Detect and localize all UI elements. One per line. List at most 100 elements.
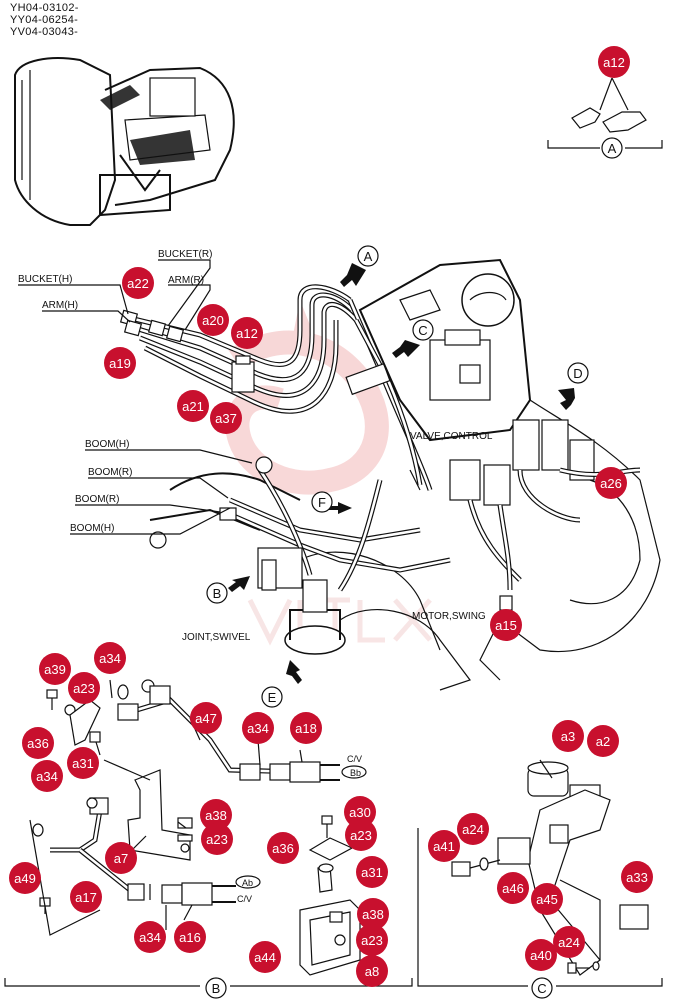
- callout-a49: a49: [9, 862, 41, 894]
- detail-b: [4, 679, 413, 987]
- view-marker-b-main: B: [206, 582, 228, 604]
- view-arrows: [228, 263, 575, 684]
- svg-text:a38: a38: [362, 907, 384, 922]
- svg-text:a33: a33: [626, 870, 648, 885]
- callout-a12-top: a12: [598, 46, 630, 78]
- callout-a47: a47: [190, 702, 222, 734]
- callout-a34-4: a34: [134, 921, 166, 953]
- view-marker-c-detail: C: [531, 977, 553, 999]
- callout-a19: a19: [104, 347, 136, 379]
- view-marker-c-main: C: [412, 319, 434, 341]
- svg-text:B: B: [212, 981, 221, 996]
- callout-a37: a37: [210, 402, 242, 434]
- svg-text:a36: a36: [27, 736, 49, 751]
- label-motor-swing: MOTOR,SWING: [412, 611, 486, 622]
- label-arm-h: ARM(H): [42, 300, 78, 311]
- serial-line-2: YY04-06254-: [10, 14, 79, 26]
- callout-a23-1: a23: [68, 672, 100, 704]
- callout-a31-1: a31: [67, 747, 99, 779]
- serial-line-3: YV04-03043-: [10, 26, 79, 38]
- callout-a45: a45: [531, 883, 563, 915]
- label-cv-2: C/V: [237, 894, 252, 904]
- callout-a30: a30: [344, 796, 376, 828]
- view-marker-d: D: [567, 362, 589, 384]
- label-boom-r-2: BOOM(R): [75, 494, 119, 505]
- label-bb: Bb: [350, 768, 361, 778]
- callout-a24-1: a24: [457, 813, 489, 845]
- callout-a12-main: a12: [231, 317, 263, 349]
- svg-text:a24: a24: [462, 822, 484, 837]
- svg-text:a39: a39: [44, 662, 66, 677]
- callout-a34-3: a34: [31, 760, 63, 792]
- svg-text:a38: a38: [205, 808, 227, 823]
- label-bucket-r: BUCKET(R): [158, 249, 212, 260]
- svg-text:a3: a3: [561, 729, 575, 744]
- svg-text:a31: a31: [361, 865, 383, 880]
- svg-text:a22: a22: [127, 276, 149, 291]
- callout-a17: a17: [70, 881, 102, 913]
- svg-text:a34: a34: [247, 721, 269, 736]
- callout-a31-2: a31: [356, 856, 388, 888]
- callout-a15: a15: [490, 609, 522, 641]
- svg-text:a7: a7: [114, 851, 128, 866]
- label-valve-control: VALVE,CONTROL: [410, 431, 493, 442]
- svg-text:C: C: [537, 981, 546, 996]
- svg-text:a34: a34: [139, 930, 161, 945]
- svg-text:a34: a34: [99, 651, 121, 666]
- svg-text:a12: a12: [603, 55, 625, 70]
- label-boom-r-1: BOOM(R): [88, 467, 132, 478]
- label-ab: Ab: [242, 878, 253, 888]
- svg-text:a46: a46: [502, 881, 524, 896]
- svg-text:a16: a16: [179, 930, 201, 945]
- callout-a33: a33: [621, 861, 653, 893]
- boom-hoses: [149, 456, 451, 655]
- svg-text:C: C: [418, 323, 427, 338]
- machine-overview: [14, 57, 235, 226]
- callout-a23-3: a23: [345, 819, 377, 851]
- svg-text:a2: a2: [596, 734, 610, 749]
- svg-text:a17: a17: [75, 890, 97, 905]
- label-cv-1: C/V: [347, 754, 362, 764]
- label-boom-h-2: BOOM(H): [70, 523, 114, 534]
- svg-text:a45: a45: [536, 892, 558, 907]
- callout-a44: a44: [249, 941, 281, 973]
- callout-a34-2: a34: [242, 712, 274, 744]
- svg-text:B: B: [213, 586, 222, 601]
- main-hoses: [119, 284, 358, 414]
- control-valve: [449, 419, 641, 611]
- callout-a41: a41: [428, 830, 460, 862]
- valve-hoses: [345, 299, 433, 491]
- callout-a26: a26: [595, 467, 627, 499]
- svg-text:a41: a41: [433, 839, 455, 854]
- view-marker-a-main: A: [357, 245, 379, 267]
- label-joint-swivel: JOINT,SWIVEL: [182, 632, 251, 643]
- svg-text:a44: a44: [254, 950, 276, 965]
- label-bucket-h: BUCKET(H): [18, 274, 72, 285]
- callout-a39: a39: [39, 653, 71, 685]
- callout-a34-1: a34: [94, 642, 126, 674]
- svg-text:a15: a15: [495, 618, 517, 633]
- svg-text:a37: a37: [215, 411, 237, 426]
- svg-text:a21: a21: [182, 399, 204, 414]
- svg-text:a23: a23: [350, 828, 372, 843]
- callout-a2: a2: [587, 725, 619, 757]
- svg-text:A: A: [608, 141, 617, 156]
- callout-a20: a20: [197, 304, 229, 336]
- callout-a22: a22: [122, 267, 154, 299]
- svg-text:a18: a18: [295, 721, 317, 736]
- svg-text:a8: a8: [365, 964, 379, 979]
- svg-text:a30: a30: [349, 805, 371, 820]
- svg-text:a49: a49: [14, 871, 36, 886]
- svg-text:a12: a12: [236, 326, 258, 341]
- svg-text:a47: a47: [195, 711, 217, 726]
- callout-a23-2: a23: [201, 823, 233, 855]
- view-marker-a-top: A: [601, 137, 623, 159]
- svg-text:D: D: [573, 366, 582, 381]
- callout-a3: a3: [552, 720, 584, 752]
- view-marker-b-detail: B: [205, 977, 227, 999]
- svg-text:a31: a31: [72, 756, 94, 771]
- serial-line-1: YH04-03102-: [10, 2, 79, 14]
- svg-text:a40: a40: [530, 948, 552, 963]
- svg-text:a34: a34: [36, 769, 58, 784]
- callout-a36-2: a36: [267, 832, 299, 864]
